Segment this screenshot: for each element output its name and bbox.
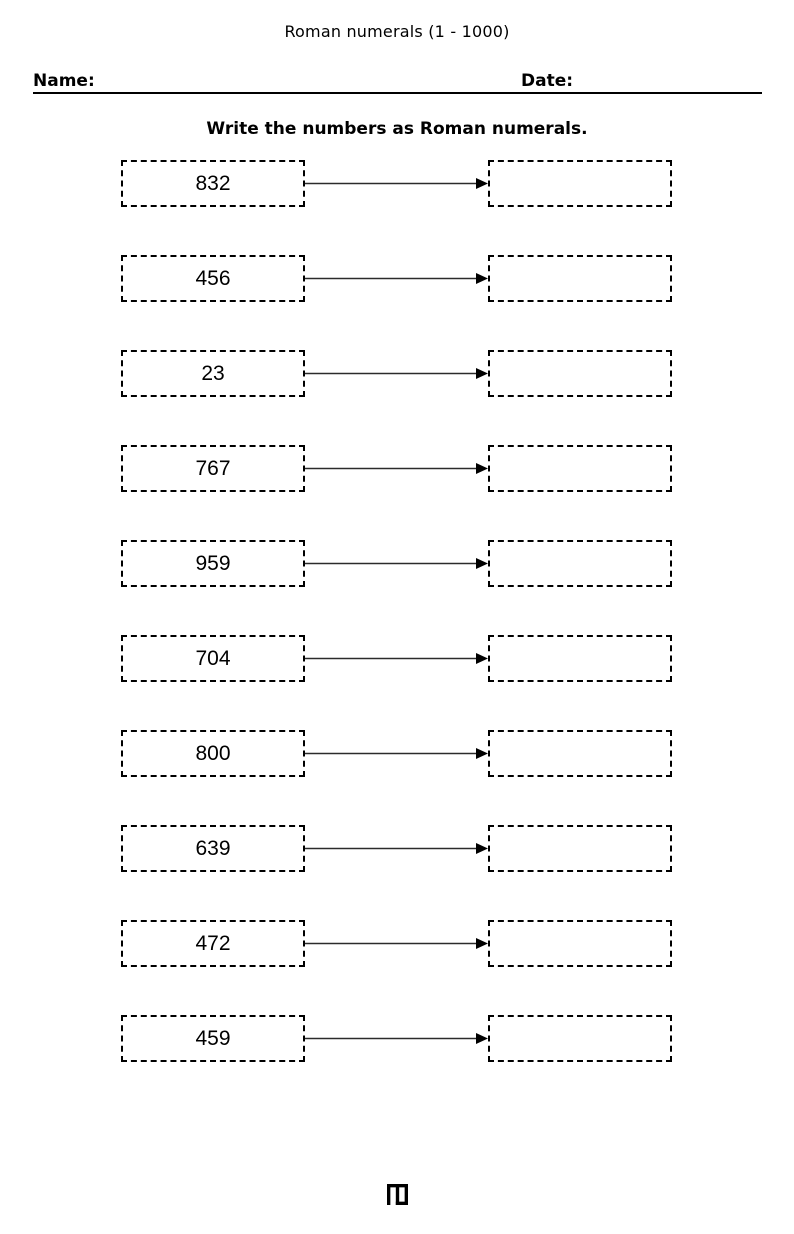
exercise-row: 456 <box>121 255 672 302</box>
answer-box[interactable] <box>488 350 672 397</box>
number-box: 639 <box>121 825 305 872</box>
answer-box[interactable] <box>488 445 672 492</box>
number-value: 472 <box>195 931 231 955</box>
arrow-connector <box>305 558 488 569</box>
answer-box[interactable] <box>488 635 672 682</box>
answer-box[interactable] <box>488 255 672 302</box>
exercise-row: 767 <box>121 445 672 492</box>
name-date-underline <box>33 92 762 94</box>
number-box: 704 <box>121 635 305 682</box>
arrow-connector <box>305 1033 488 1044</box>
answer-box[interactable] <box>488 730 672 777</box>
footer <box>0 1184 794 1205</box>
answer-box[interactable] <box>488 540 672 587</box>
name-label: Name: <box>33 71 95 91</box>
number-value: 832 <box>195 171 231 195</box>
exercise-row: 832 <box>121 160 672 207</box>
arrow-connector <box>305 748 488 759</box>
date-label: Date: <box>521 71 574 91</box>
arrow-connector <box>305 368 488 379</box>
exercise-row: 959 <box>121 540 672 587</box>
instruction-text: Write the numbers as Roman numerals. <box>206 119 588 139</box>
number-box: 959 <box>121 540 305 587</box>
answer-box[interactable] <box>488 920 672 967</box>
number-value: 704 <box>195 646 231 670</box>
brand-logo-icon <box>386 1184 408 1205</box>
answer-box[interactable] <box>488 160 672 207</box>
number-box: 456 <box>121 255 305 302</box>
arrow-connector <box>305 653 488 664</box>
number-box: 472 <box>121 920 305 967</box>
number-value: 959 <box>195 551 231 575</box>
arrow-connector <box>305 938 488 949</box>
number-value: 767 <box>195 456 231 480</box>
number-box: 832 <box>121 160 305 207</box>
exercise-row: 800 <box>121 730 672 777</box>
exercise-row: 23 <box>121 350 672 397</box>
exercise-row: 472 <box>121 920 672 967</box>
number-value: 639 <box>195 836 231 860</box>
number-box: 23 <box>121 350 305 397</box>
number-value: 23 <box>201 361 225 385</box>
number-box: 767 <box>121 445 305 492</box>
arrow-connector <box>305 273 488 284</box>
exercise-list: 832 456 23 <box>121 160 672 1062</box>
answer-box[interactable] <box>488 825 672 872</box>
arrow-connector <box>305 843 488 854</box>
number-value: 456 <box>195 266 231 290</box>
arrow-connector <box>305 463 488 474</box>
number-box: 459 <box>121 1015 305 1062</box>
answer-box[interactable] <box>488 1015 672 1062</box>
number-value: 459 <box>195 1026 231 1050</box>
number-box: 800 <box>121 730 305 777</box>
arrow-connector <box>305 178 488 189</box>
exercise-row: 459 <box>121 1015 672 1062</box>
exercise-row: 704 <box>121 635 672 682</box>
number-value: 800 <box>195 741 231 765</box>
exercise-row: 639 <box>121 825 672 872</box>
page-title: Roman numerals (1 - 1000) <box>284 22 510 41</box>
